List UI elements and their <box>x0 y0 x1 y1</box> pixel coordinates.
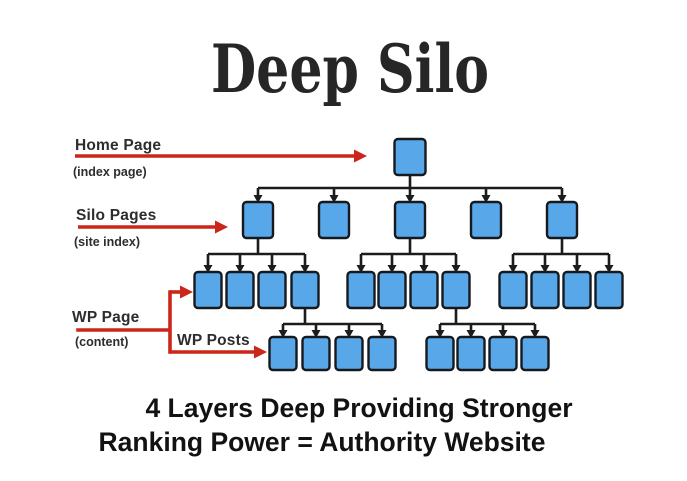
home-page-box <box>393 137 427 177</box>
wp-pages-box <box>498 270 528 310</box>
wp-pages-box <box>257 270 287 310</box>
connector-rail <box>361 238 456 256</box>
connector-rail <box>283 308 382 326</box>
wp-posts-box <box>520 335 550 372</box>
wp-pages-box <box>225 270 255 310</box>
silo-pages-label: Silo Pages <box>76 207 156 224</box>
silo-pages-sublabel: (site index) <box>74 235 140 249</box>
wp-posts-box <box>334 335 364 372</box>
caption-line-1: 4 Layers Deep Providing Stronger <box>145 393 572 423</box>
silo-pages-box <box>469 200 503 240</box>
wp-pages-box <box>346 270 376 310</box>
wp-pages-box <box>594 270 624 310</box>
wp-pages-box <box>441 270 471 310</box>
wp-pages-box <box>409 270 439 310</box>
connector-rail <box>258 175 562 190</box>
connector-rail <box>440 308 535 326</box>
wp-posts-box <box>425 335 455 372</box>
wp-posts-box <box>268 335 298 372</box>
wp-pages-box <box>193 270 223 310</box>
wp-pointer-elbow <box>76 290 172 354</box>
wp-page-sublabel: (content) <box>75 335 128 349</box>
wp-pages-box <box>562 270 592 310</box>
page-title: Deep Silo <box>211 30 489 108</box>
wp-pages-box <box>290 270 320 310</box>
silo-pages-box <box>545 200 579 240</box>
wp-page-label: WP Page <box>72 309 140 326</box>
silo-pages-box <box>317 200 351 240</box>
site-tree <box>193 137 624 372</box>
silo-pages-box <box>241 200 275 240</box>
home-page-label: Home Page <box>75 137 161 154</box>
connector-rail <box>208 238 305 256</box>
wp-posts-label: WP Posts <box>177 332 250 349</box>
wp-pages-box <box>530 270 560 310</box>
wp-posts-box <box>367 335 397 372</box>
caption-line-2: Ranking Power = Authority Website <box>99 427 546 457</box>
home-page-sublabel: (index page) <box>73 165 147 179</box>
wp-pages-box <box>377 270 407 310</box>
silo-pages-box <box>393 200 427 240</box>
wp-posts-box <box>456 335 486 372</box>
wp-posts-box <box>301 335 331 372</box>
wp-posts-box <box>488 335 518 372</box>
connector-rail <box>513 238 609 256</box>
